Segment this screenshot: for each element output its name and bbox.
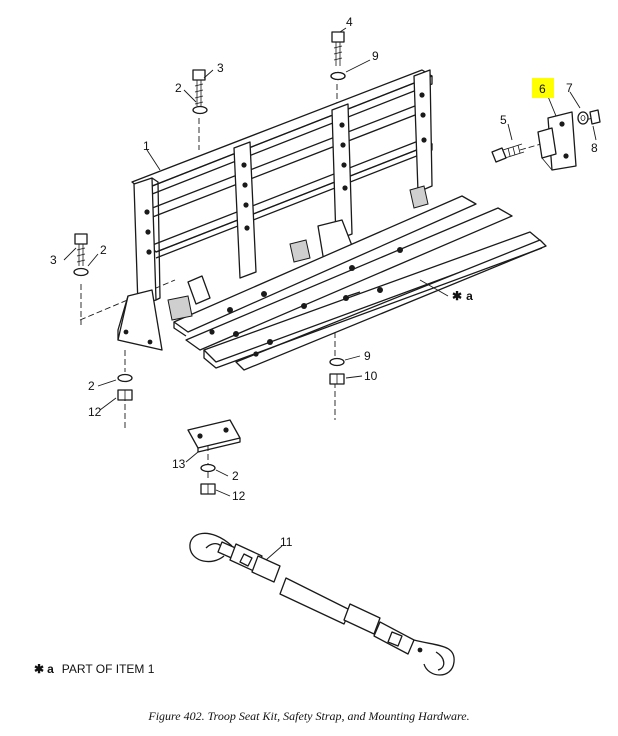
safety-strap-11	[189, 532, 455, 676]
callout-2-left: 2	[88, 379, 95, 393]
callout-3-lower: 3	[50, 253, 57, 267]
callout-labels: 1 2 3 4 9 5 6 7 8 3 2 ✱a 9 10 2 12 13 2 …	[50, 15, 598, 549]
callout-8: 8	[591, 141, 598, 155]
figure-caption: Figure 402. Troop Seat Kit, Safety Strap…	[148, 709, 470, 723]
nut-12-left	[117, 389, 133, 401]
callout-13: 13	[172, 457, 186, 471]
nut-12-bottom	[200, 483, 216, 495]
callout-6-highlight	[532, 78, 554, 98]
callout-2-upper: 2	[175, 81, 182, 95]
callout-9-lower: 9	[364, 349, 371, 363]
callout-2-mid: 2	[100, 243, 107, 257]
callout-10: 10	[364, 369, 378, 383]
callout-3-upper: 3	[217, 61, 224, 75]
callout-2-bottom: 2	[232, 469, 239, 483]
callout-6: 6	[539, 82, 546, 96]
callout-7: 7	[566, 81, 573, 95]
nut-8	[589, 109, 601, 125]
washer-9-lower	[329, 357, 345, 367]
legend-marker: a	[47, 662, 54, 676]
washer-7	[577, 111, 589, 125]
bracket-6	[537, 111, 577, 171]
callout-12-bottom: 12	[232, 489, 246, 503]
callout-5: 5	[500, 113, 507, 127]
plate-13	[187, 419, 241, 453]
troop-seat-frame	[117, 69, 433, 351]
bolt-3-lower	[73, 233, 89, 277]
callout-1: 1	[143, 139, 150, 153]
callout-4: 4	[346, 15, 353, 29]
callout-12-left: 12	[88, 405, 102, 419]
washer-9-upper	[330, 71, 346, 81]
washer-2-bottom	[200, 463, 216, 473]
bolt-5	[491, 143, 525, 163]
legend-text: PART OF ITEM 1	[61, 662, 155, 676]
washer-2-left	[117, 373, 133, 383]
legend-star: ✱	[34, 662, 45, 676]
legend-note: ✱a PART OF ITEM 1	[34, 662, 154, 676]
callout-9-upper: 9	[372, 49, 379, 63]
seat-planks	[167, 185, 547, 371]
callout-11: 11	[280, 535, 293, 549]
nut-10	[329, 373, 345, 385]
callout-star-a: ✱a	[452, 289, 473, 303]
leader-lines	[63, 27, 597, 561]
bolt-3-upper	[192, 69, 208, 115]
